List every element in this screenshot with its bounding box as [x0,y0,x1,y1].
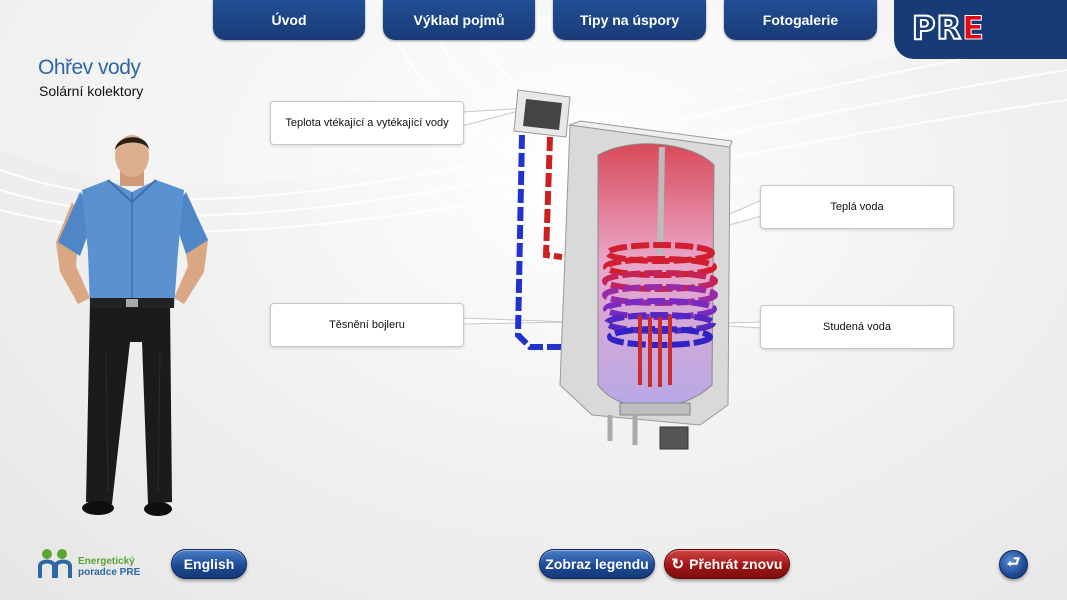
english-button-label: English [183,556,235,572]
energeticky-poradce-logo: Energetický poradce PRE [38,548,148,582]
replay-button[interactable]: ↻ Přehrát znovu [664,549,790,579]
tab-uvod[interactable]: Úvod [213,0,365,40]
tab-tipy-na-uspory[interactable]: Tipy na úspory [553,0,706,40]
people-icon [38,549,72,578]
back-button[interactable]: ⮐ [999,550,1028,579]
callout-inlet-outlet-temperature-text: Teplota vtékající a vytékající vody [285,117,449,129]
presenter-figure [56,135,208,516]
callout-warm-water: Teplá voda [760,185,954,229]
boiler-illustration [513,89,733,450]
tab-tipy-na-uspory-label: Tipy na úspory [579,12,680,28]
tab-fotogalerie-label: Fotogalerie [762,12,839,28]
callout-inlet-outlet-temperature: Teplota vtékající a vytékající vody [270,101,464,145]
pre-logo-e: E [962,9,985,48]
brand-line2: poradce PRE [78,567,141,578]
tab-vyklad-pojmu[interactable]: Výklad pojmů [383,0,535,40]
tab-vyklad-pojmu-label: Výklad pojmů [413,12,505,28]
page-title: Ohřev vody [38,56,141,79]
show-legend-button[interactable]: Zobraz legendu [539,549,655,579]
callout-boiler-seal: Těsnění bojleru [270,303,464,347]
replay-button-label: Přehrát znovu [689,556,783,572]
callout-cold-water-text: Studená voda [823,321,891,333]
tab-fotogalerie[interactable]: Fotogalerie [724,0,877,40]
replay-icon: ↻ [671,556,685,573]
page-subtitle: Solární kolektory [39,83,144,99]
brand-line1: Energetický [78,556,135,567]
pre-logo-pr: PR [911,8,963,48]
show-legend-button-label: Zobraz legendu [545,556,649,572]
pre-logo-panel: PRE [894,0,1067,59]
back-arrow-icon: ⮐ [1006,554,1021,571]
english-button[interactable]: English [171,549,247,579]
callout-warm-water-text: Teplá voda [830,201,884,213]
callout-cold-water: Studená voda [760,305,954,349]
tab-uvod-label: Úvod [271,12,307,28]
callout-boiler-seal-text: Těsnění bojleru [329,319,405,331]
pre-logo: PRE [911,8,985,48]
